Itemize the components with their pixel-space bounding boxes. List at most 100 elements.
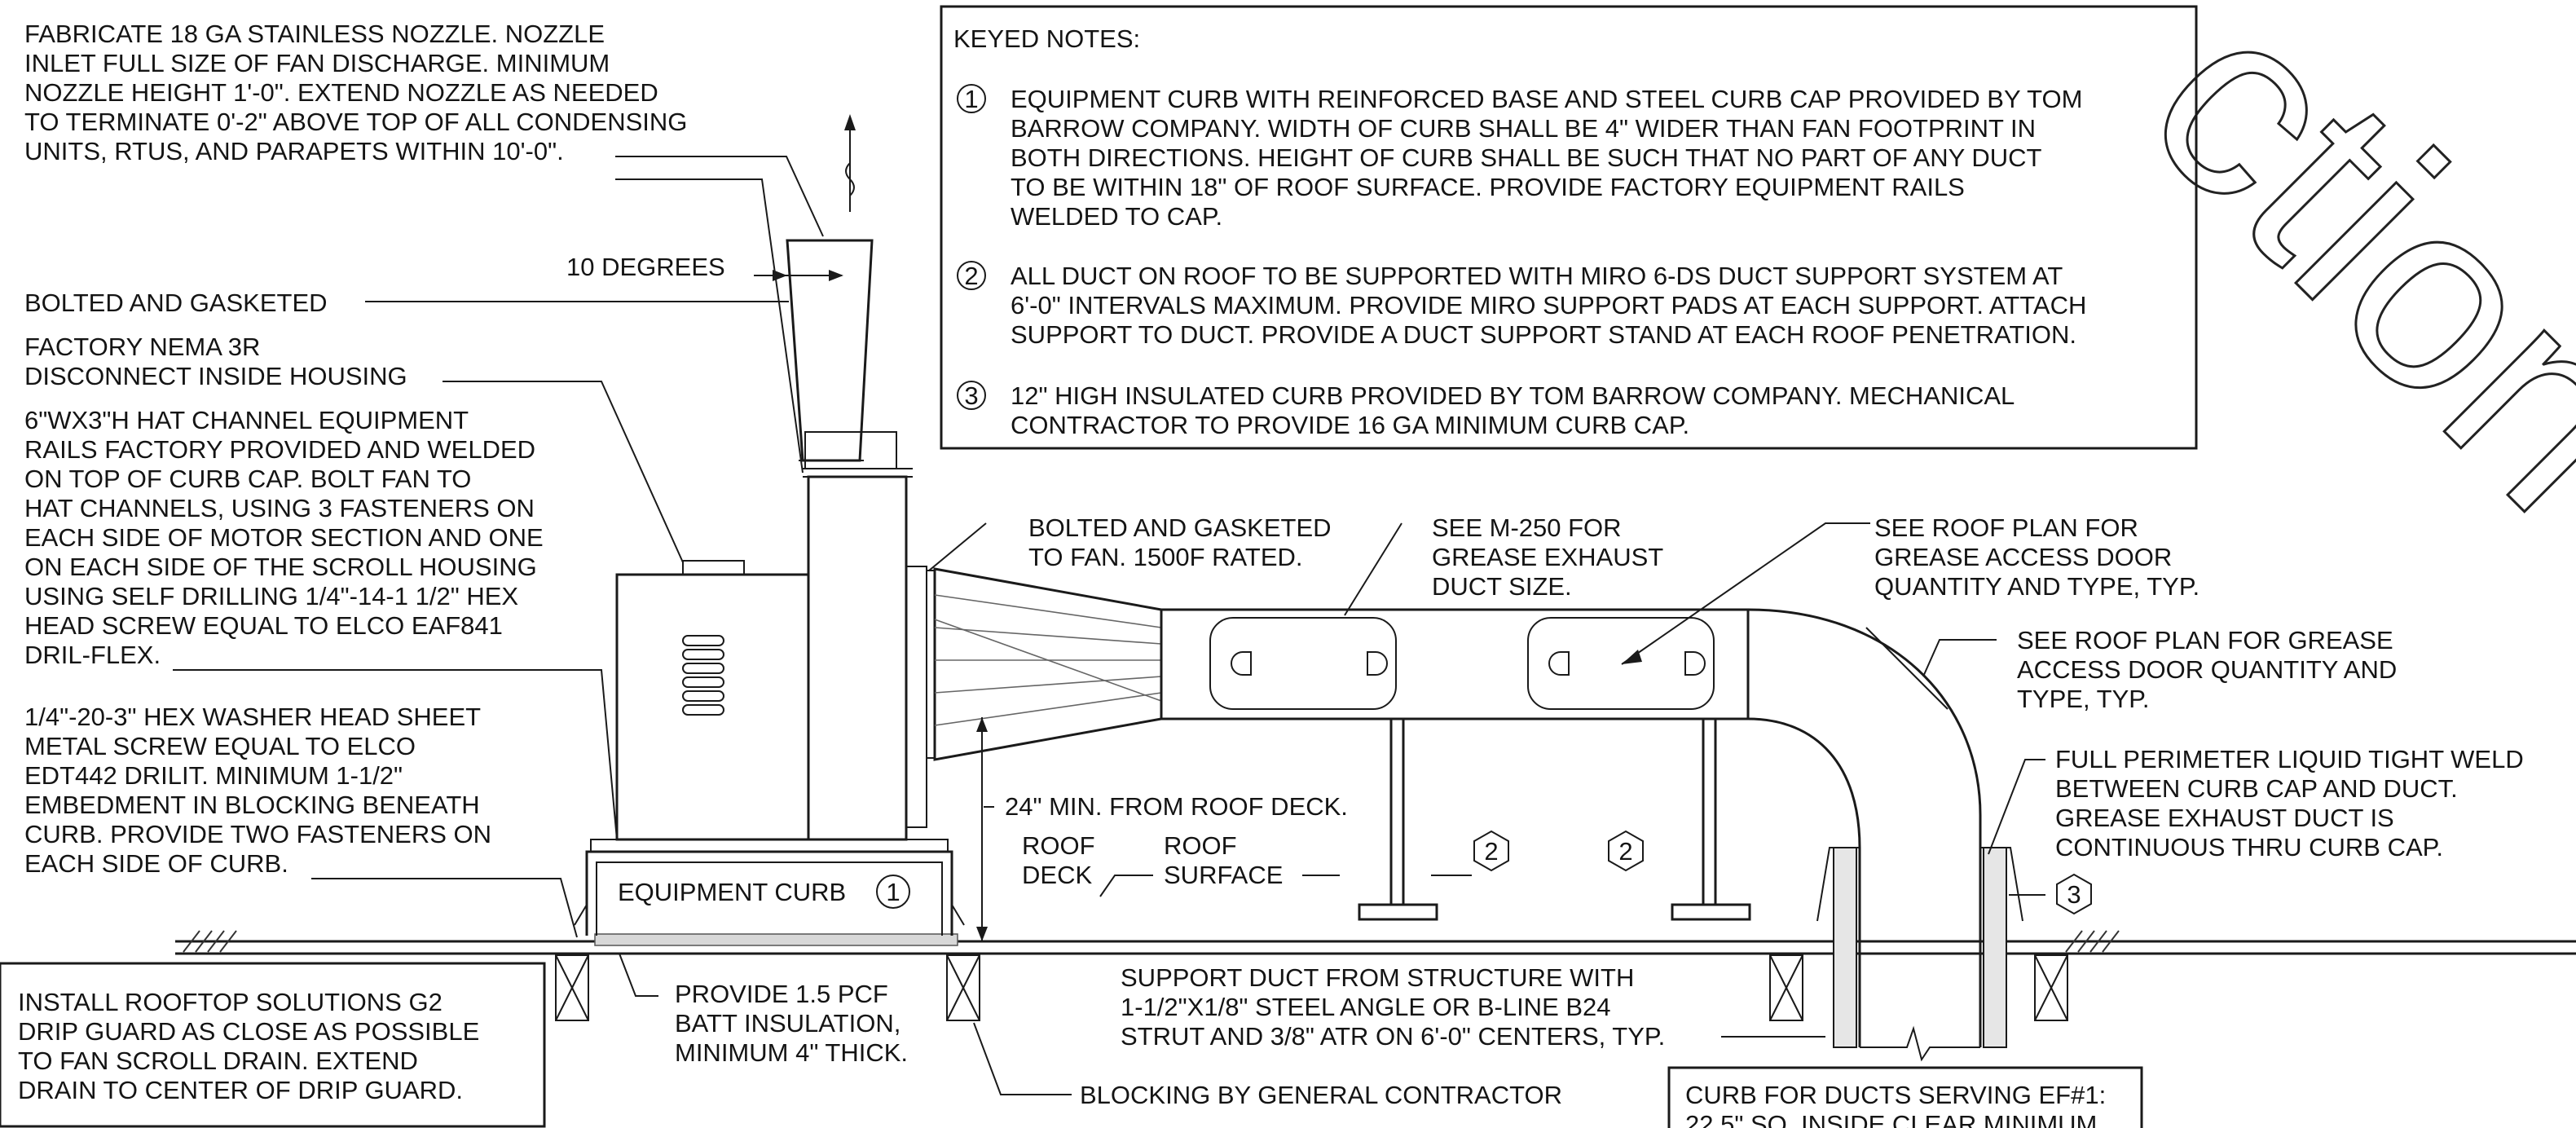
- note-perimeter-weld-line: GREASE EXHAUST DUCT IS: [2055, 804, 2394, 832]
- note-bolted-fan-line: BOLTED AND GASKETED: [1028, 513, 1332, 542]
- tag-duct-support-a: 2: [1484, 837, 1498, 866]
- note-drip-guard-line: DRAIN TO CENTER OF DRIP GUARD.: [18, 1076, 463, 1104]
- note-nema-disconnect-line: DISCONNECT INSIDE HOUSING: [24, 362, 407, 390]
- keyed-note-1-number: 1: [964, 85, 978, 113]
- blocking-duct-curb-right: [2034, 954, 2068, 1021]
- note-hex-washer-line: EACH SIDE OF CURB.: [24, 849, 288, 878]
- duct-support-stand-a: [1358, 719, 1438, 921]
- note-ten-degrees: 10 DEGREES: [566, 253, 725, 281]
- detail-geometry: [0, 5, 2576, 1128]
- blocking-duct-curb-left: [1769, 954, 1803, 1021]
- callout-notes: FABRICATE 18 GA STAINLESS NOZZLE. NOZZLE…: [18, 20, 2524, 1128]
- watermark-outline-lettering: ction: [2094, 0, 2576, 566]
- dimension-24-min: [976, 717, 988, 941]
- blocking-right: [946, 954, 980, 1021]
- note-hat-channel-line: EACH SIDE OF MOTOR SECTION AND ONE: [24, 523, 544, 552]
- note-see-m250-line: SEE M-250 FOR: [1432, 513, 1622, 542]
- duct-elbow: [1747, 608, 1982, 848]
- note-hat-channel-line: RAILS FACTORY PROVIDED AND WELDED: [24, 435, 535, 464]
- keyed-notes: KEYED NOTES: 1 EQUIPMENT CURB WITH REINF…: [953, 24, 2086, 439]
- louver-vent: [682, 635, 724, 716]
- note-fabricate-nozzle-line: INLET FULL SIZE OF FAN DISCHARGE. MINIMU…: [24, 49, 610, 77]
- note-see-roof-plan-line: SEE ROOF PLAN FOR: [1874, 513, 2138, 542]
- watermark-text: ction: [2095, 0, 2576, 564]
- note-fabricate-nozzle-line: UNITS, RTUS, AND PARAPETS WITHIN 10'-0".: [24, 137, 564, 165]
- access-door-b: [1527, 617, 1715, 710]
- note-curb-ducts-line: 22.5" SQ. INSIDE CLEAR MINIMUM: [1685, 1110, 2097, 1128]
- note-batt-insulation-line: MINIMUM 4" THICK.: [675, 1038, 908, 1067]
- transition-section: [933, 567, 1163, 761]
- note-perimeter-weld-line: CONTINUOUS THRU CURB CAP.: [2055, 833, 2443, 861]
- label-roof-deck-line: ROOF: [1022, 831, 1095, 860]
- insulated-duct-curb: [1816, 847, 2023, 1048]
- duct-curb-box: [1667, 1066, 2143, 1128]
- equipment-curb: [574, 839, 965, 936]
- blocking-left: [555, 954, 589, 1021]
- keyed-note-3-line: CONTRACTOR TO PROVIDE 16 GA MINIMUM CURB…: [1011, 411, 1689, 439]
- label-roof-surface-line: ROOF: [1164, 831, 1237, 860]
- label-equipment-curb: EQUIPMENT CURB: [618, 878, 846, 906]
- fan-motor-housing: [615, 560, 810, 841]
- keyed-note-2-line: 6'-0" INTERVALS MAXIMUM. PROVIDE MIRO SU…: [1011, 291, 2086, 319]
- note-fabricate-nozzle-line: FABRICATE 18 GA STAINLESS NOZZLE. NOZZLE: [24, 20, 605, 48]
- note-nema-disconnect-line: FACTORY NEMA 3R: [24, 333, 260, 361]
- keyed-note-1-line: BARROW COMPANY. WIDTH OF CURB SHALL BE 4…: [1011, 114, 2036, 143]
- keyed-notes-box: [940, 5, 2198, 450]
- note-see-roof-plan-grease-line: ACCESS DOOR QUANTITY AND: [2017, 655, 2397, 684]
- batt-insulation: [594, 933, 958, 946]
- keyed-note-3-marker: [957, 381, 986, 410]
- access-door-a: [1209, 617, 1397, 710]
- note-fabricate-nozzle-line: NOZZLE HEIGHT 1'-0". EXTEND NOZZLE AS NE…: [24, 78, 658, 107]
- keyed-note-2-number: 2: [964, 262, 978, 290]
- keyed-note-1-line: TO BE WITHIN 18" OF ROOF SURFACE. PROVID…: [1011, 173, 1965, 201]
- note-hat-channel-line: USING SELF DRILLING 1/4"-14-1 1/2" HEX: [24, 582, 518, 610]
- note-drip-guard-line: TO FAN SCROLL DRAIN. EXTEND: [18, 1046, 418, 1075]
- riser-duct: [1858, 848, 1982, 1062]
- note-hex-washer-line: METAL SCREW EQUAL TO ELCO: [24, 732, 416, 760]
- tag-equipment-curb: 1: [886, 878, 900, 906]
- duct-support-stand-b: [1671, 719, 1751, 921]
- keyed-note-1-marker: [957, 84, 986, 113]
- note-hex-washer-line: 1/4"-20-3" HEX WASHER HEAD SHEET: [24, 703, 481, 731]
- note-hat-channel-line: ON EACH SIDE OF THE SCROLL HOUSING: [24, 553, 537, 581]
- keyed-note-3-number: 3: [964, 381, 978, 410]
- note-perimeter-weld-line: BETWEEN CURB CAP AND DUCT.: [2055, 774, 2458, 803]
- note-bolted-fan-line: TO FAN. 1500F RATED.: [1028, 543, 1303, 571]
- keyed-note-2-marker: [957, 261, 986, 290]
- keyed-note-2-line: ALL DUCT ON ROOF TO BE SUPPORTED WITH MI…: [1011, 262, 2063, 290]
- note-hex-washer-line: EMBEDMENT IN BLOCKING BENEATH: [24, 791, 480, 819]
- label-roof-surface-line: SURFACE: [1164, 861, 1283, 889]
- note-support-duct-line: SUPPORT DUCT FROM STRUCTURE WITH: [1121, 963, 1634, 992]
- note-bolted-gasketed: BOLTED AND GASKETED: [24, 289, 328, 317]
- note-support-duct-line: STRUT AND 3/8" ATR ON 6'-0" CENTERS, TYP…: [1121, 1022, 1665, 1051]
- note-hat-channel-line: 6"WX3"H HAT CHANNEL EQUIPMENT: [24, 406, 469, 434]
- note-drip-guard-line: INSTALL ROOFTOP SOLUTIONS G2: [18, 988, 443, 1016]
- note-hat-channel-line: ON TOP OF CURB CAP. BOLT FAN TO: [24, 465, 471, 493]
- note-batt-insulation-line: PROVIDE 1.5 PCF: [675, 980, 888, 1008]
- note-blocking: BLOCKING BY GENERAL CONTRACTOR: [1080, 1081, 1562, 1109]
- drip-guard-box: [0, 962, 546, 1128]
- roof-hatch-left: [183, 930, 237, 953]
- note-support-duct-line: 1-1/2"X1/8" STEEL ANGLE OR B-LINE B24: [1121, 993, 1611, 1021]
- note-see-roof-plan-grease-line: TYPE, TYP.: [2017, 685, 2150, 713]
- fan-scroll-housing: [803, 431, 936, 841]
- keyed-note-1-line: WELDED TO CAP.: [1011, 202, 1222, 231]
- note-hat-channel-line: HAT CHANNELS, USING 3 FASTENERS ON: [24, 494, 535, 522]
- note-perimeter-weld-line: FULL PERIMETER LIQUID TIGHT WELD: [2055, 745, 2524, 773]
- note-see-roof-plan-line: GREASE ACCESS DOOR: [1874, 543, 2172, 571]
- keyed-note-1-line: EQUIPMENT CURB WITH REINFORCED BASE AND …: [1011, 85, 2082, 113]
- note-drip-guard-line: DRIP GUARD AS CLOSE AS POSSIBLE: [18, 1017, 479, 1046]
- note-see-m250-line: DUCT SIZE.: [1432, 572, 1572, 601]
- leader-lines: [173, 156, 2045, 1095]
- note-hex-washer-line: CURB. PROVIDE TWO FASTENERS ON: [24, 820, 491, 848]
- note-curb-ducts-line: CURB FOR DUCTS SERVING EF#1:: [1685, 1081, 2106, 1109]
- keyed-note-2-line: SUPPORT TO DUCT. PROVIDE A DUCT SUPPORT …: [1011, 320, 2076, 349]
- note-batt-insulation-line: BATT INSULATION,: [675, 1009, 900, 1038]
- note-hex-washer-line: EDT442 DRILIT. MINIMUM 1-1/2": [24, 761, 403, 790]
- note-hat-channel-line: HEAD SCREW EQUAL TO ELCO EAF841: [24, 611, 503, 640]
- note-see-m250-line: GREASE EXHAUST: [1432, 543, 1663, 571]
- label-24-min: 24" MIN. FROM ROOF DECK.: [1005, 792, 1348, 821]
- keyed-notes-title: KEYED NOTES:: [953, 24, 1140, 53]
